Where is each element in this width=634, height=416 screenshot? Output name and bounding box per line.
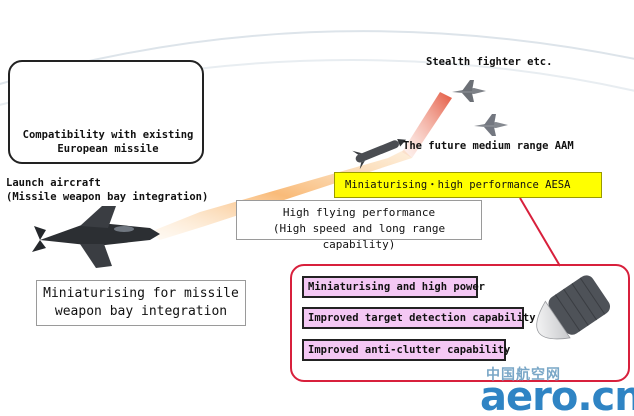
- future-aam-label: The future medium range AAM: [403, 140, 574, 152]
- high-flying-performance-box: High flying performance (High speed and …: [236, 200, 482, 251]
- compatibility-label-line2: European missile: [57, 143, 159, 155]
- compatibility-label-line1: Compatibility with existing: [22, 129, 194, 141]
- launch-aircraft-label: Launch aircraft (Missile weapon bay inte…: [6, 176, 208, 204]
- miniaturising-line2: weapon bay integration: [54, 304, 228, 319]
- aesa-seeker-box: Miniaturising・high performance AESA seek…: [334, 172, 602, 215]
- watermark-cn: 中国航空网: [486, 367, 561, 383]
- miniaturising-weapon-bay-box: Miniaturising for missile weapon bay int…: [36, 280, 246, 326]
- stealth-fighter-label: Stealth fighter etc.: [426, 56, 553, 68]
- seeker-features-panel: [290, 264, 630, 382]
- watermark-en: aero.cn: [480, 374, 634, 416]
- high-flying-line1: High flying performance: [282, 206, 436, 219]
- high-flying-line2: (High speed and long range capability): [272, 222, 446, 251]
- seeker-beam: [402, 92, 452, 158]
- seeker-feature-item: Improved anti-clutter capability: [302, 339, 510, 361]
- stealth-fighter-icon: [452, 80, 486, 102]
- compatibility-callout: [8, 60, 204, 164]
- aesa-seeker-icon: [536, 275, 611, 340]
- aesa-connector: [519, 197, 561, 267]
- miniaturising-line1: Miniaturising for missile: [43, 286, 239, 301]
- stealth-fighter-icon: [474, 114, 508, 136]
- launch-aircraft-icon: [32, 206, 160, 268]
- seeker-feature-item: Miniaturising and high power: [302, 276, 485, 298]
- launch-aircraft-label-line1: Launch aircraft: [6, 177, 101, 189]
- launch-aircraft-label-line2: (Missile weapon bay integration): [6, 191, 209, 203]
- seeker-feature-item: Improved target detection capability: [302, 307, 536, 329]
- compatibility-label: Compatibility with existing European mis…: [16, 128, 200, 156]
